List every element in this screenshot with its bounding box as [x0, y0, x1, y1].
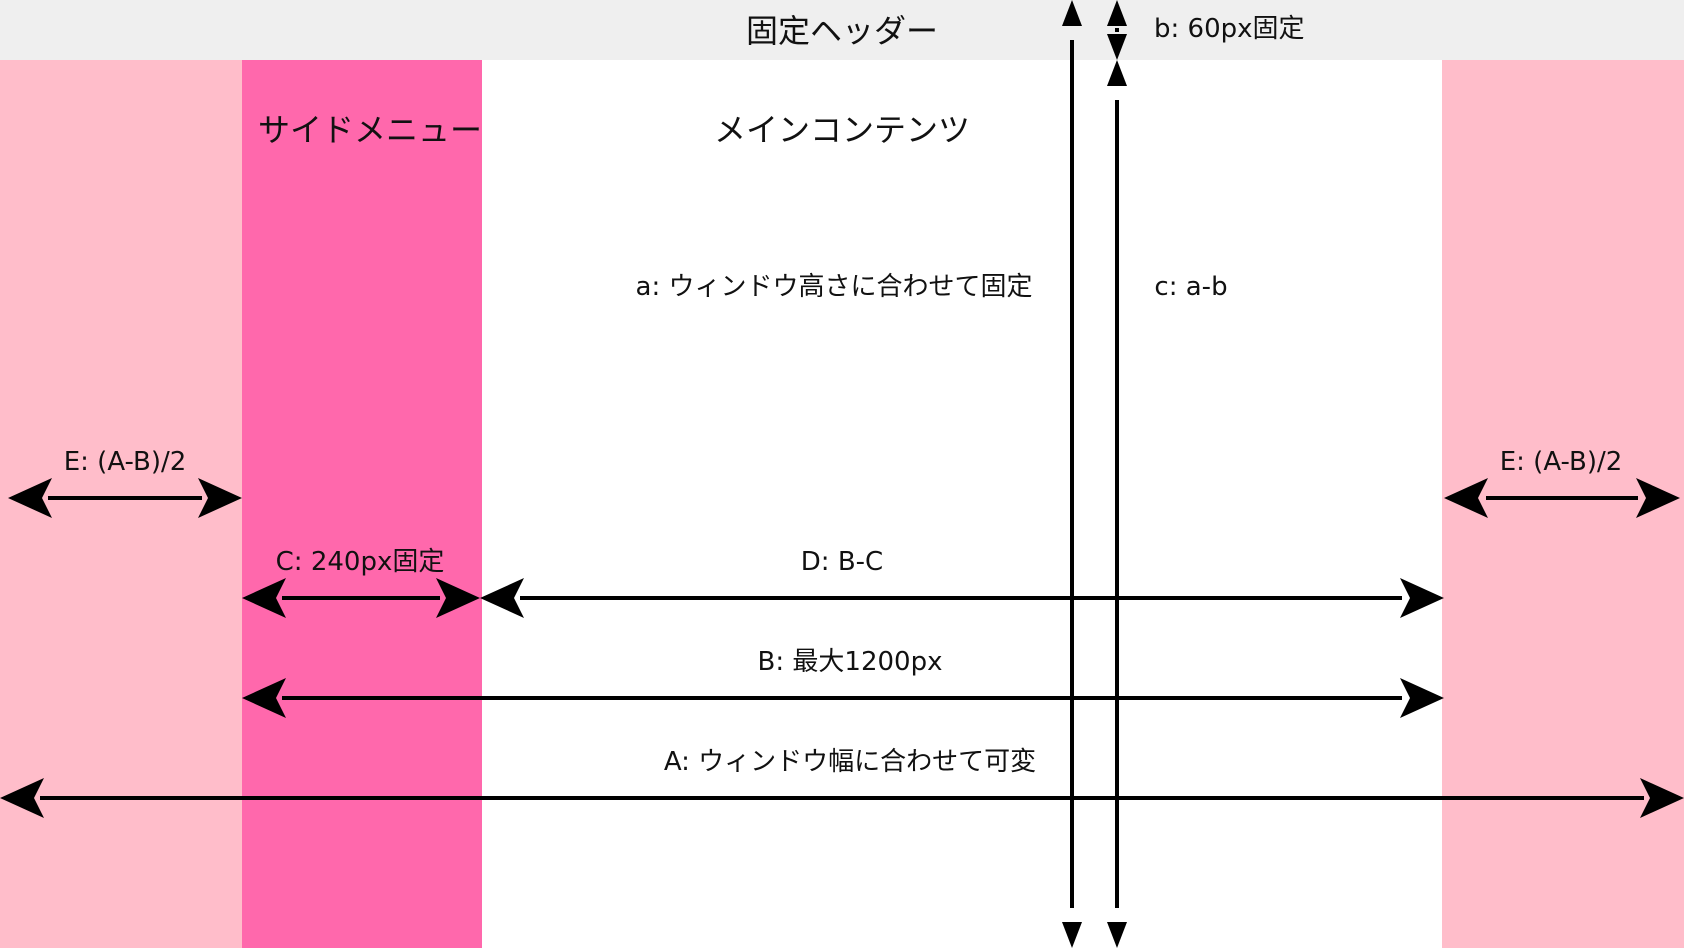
header-label: 固定ヘッダー [745, 12, 939, 50]
arrow-a-head-bottom [1062, 922, 1082, 948]
arrow-c-head-l [242, 578, 286, 618]
arrow-b-head-bottom [1107, 34, 1127, 60]
label-C: C: 240px固定 [275, 547, 445, 577]
label-b: b: 60px固定 [1154, 14, 1305, 44]
arrow-d-head-r [1400, 578, 1444, 618]
label-B: B: 最大1200px [757, 647, 943, 677]
arrow-c-head-bottom [1107, 922, 1127, 948]
arrow-e-left-head-l [8, 478, 52, 518]
arrow-b-head-l [242, 678, 286, 718]
arrow-b-head-top [1107, 0, 1127, 26]
label-c: c: a-b [1154, 272, 1228, 302]
main-content-label: メインコンテンツ [713, 111, 971, 149]
label-e-left: E: (A-B)/2 [63, 447, 187, 477]
arrow-b-head-r [1400, 678, 1444, 718]
label-D: D: B-C [800, 547, 884, 577]
arrow-e-left-head-r [198, 478, 242, 518]
fixed-header-area [0, 0, 1684, 60]
arrow-a-head-l [0, 778, 44, 818]
label-a: a: ウィンドウ高さに合わせて固定 [635, 272, 1033, 302]
arrow-e-right-head-l [1444, 478, 1488, 518]
arrow-a-head-r [1640, 778, 1684, 818]
arrow-c-head-top [1107, 60, 1127, 86]
arrow-a-head-top [1062, 0, 1082, 26]
label-A: A: ウィンドウ幅に合わせて可変 [663, 747, 1037, 777]
side-menu-label: サイドメニュー [258, 111, 483, 149]
arrow-e-right-head-r [1636, 478, 1680, 518]
label-e-right: E: (A-B)/2 [1499, 447, 1623, 477]
arrow-d-head-l [480, 578, 524, 618]
arrow-c-head-r [436, 578, 480, 618]
